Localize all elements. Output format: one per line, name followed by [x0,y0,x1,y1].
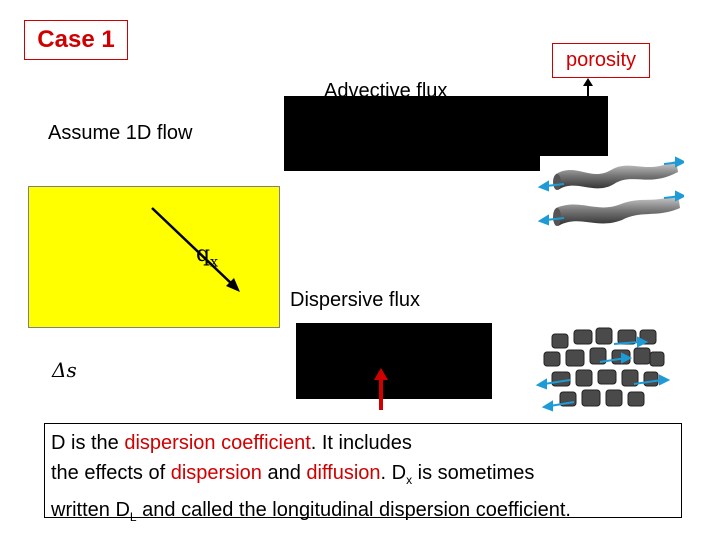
porous-medium-illustration [535,327,671,412]
qx-base: q [196,242,211,267]
dispersion-note-box: D is the dispersion coefficient. It incl… [44,423,682,524]
note-text: and [261,462,307,484]
advective-flux-equation [284,96,608,156]
qx-label: qx [196,242,218,270]
dispersive-flux-label: Dispersive flux [290,289,421,311]
note-highlight-dispersion-coefficient: dispersion coefficient [124,432,311,454]
porosity-label: porosity [552,43,650,78]
note-text: D is the [51,432,125,454]
note-line-2: the effects of dispersion and diffusion.… [51,458,675,495]
delta-s-label: Δs [52,358,77,382]
note-text: . D [380,462,407,484]
note-text: the effects of [51,462,171,484]
note-text: written D [51,499,130,521]
assume-1d-flow-label: Assume 1D flow [48,122,193,144]
qx-subscript: x [210,254,218,271]
note-highlight-diffusion: diffusion [306,462,381,484]
note-subscript-x: x [406,473,413,487]
note-line-3: written DL and called the longitudinal d… [51,495,675,532]
case-title: Case 1 [24,20,128,60]
note-highlight-dispersion: dispersion [170,462,262,484]
porosity-pointer-arrow [583,78,593,100]
note-text: and called the longitudinal dispersion c… [136,499,571,521]
note-line-1: D is the dispersion coefficient. It incl… [51,428,675,458]
advective-flux-equation-tail [284,150,540,171]
note-subscript-l: L [129,510,137,524]
dispersion-coefficient-pointer-arrow [374,368,388,410]
flux-direction-arrow [151,207,240,292]
pore-channel-illustration [537,156,684,226]
dispersive-flux-equation [296,323,492,399]
note-text: is sometimes [412,462,535,484]
note-text: . It includes [310,432,412,454]
